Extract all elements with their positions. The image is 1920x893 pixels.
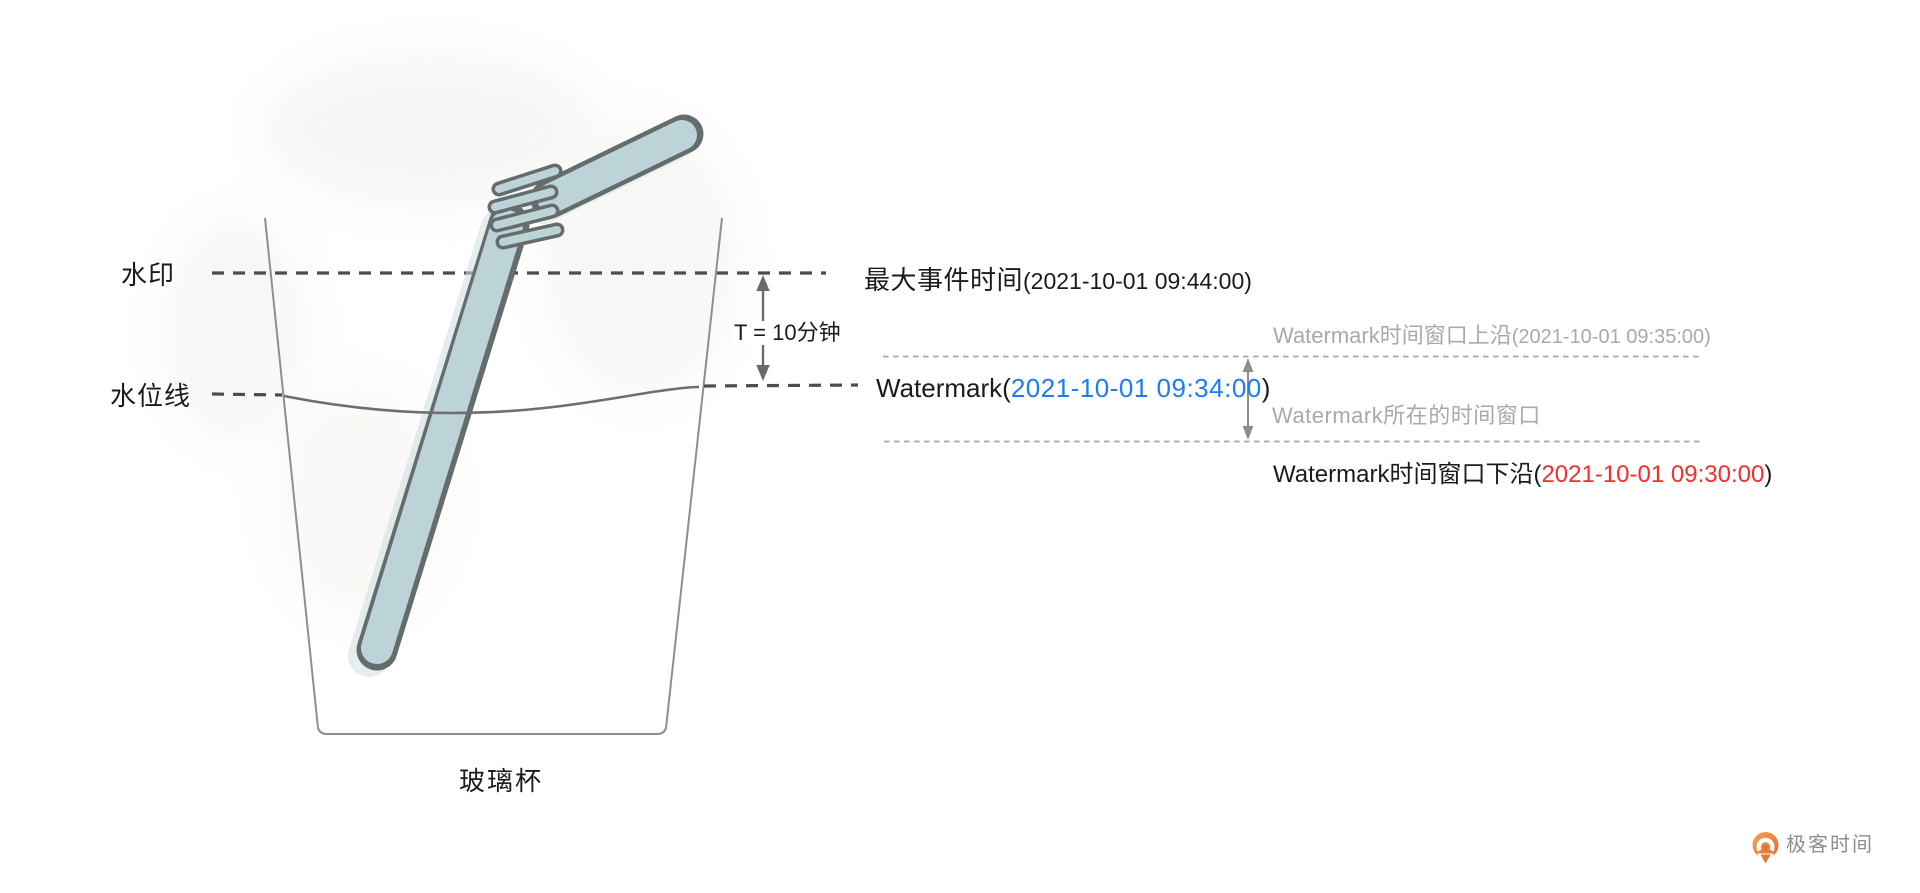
- glass-label: 玻璃杯: [459, 766, 544, 796]
- glass-illustration: [264, 217, 723, 735]
- max-event-time-label: 最大事件时间(2021-10-01 09:44:00): [864, 260, 1252, 297]
- geektime-logo-icon: [1752, 832, 1779, 867]
- watermark-name: Watermark(: [876, 373, 1011, 403]
- max-event-time-value: (2021-10-01 09:44:00): [1023, 268, 1252, 294]
- straw-illustration: [348, 114, 704, 677]
- watermark-time-value: 2021-10-01 09:34:00: [1010, 373, 1262, 403]
- watermark-close-paren: ): [1261, 373, 1271, 403]
- water-level-label: 水位线: [110, 381, 192, 411]
- window-lower-edge-name: Watermark时间窗口下沿(: [1273, 461, 1542, 488]
- max-event-time-name: 最大事件时间: [864, 265, 1024, 295]
- watermark-value-label: Watermark(2021-10-01 09:34:00): [876, 374, 1270, 403]
- window-upper-edge-name: Watermark时间窗口上沿: [1273, 323, 1512, 348]
- window-upper-edge-time: (2021-10-01 09:35:00): [1511, 326, 1711, 348]
- window-lower-close-paren: ): [1764, 461, 1773, 488]
- time-offset-label: T = 10分钟: [731, 321, 844, 345]
- window-span-label: Watermark所在的时间窗口: [1272, 403, 1541, 428]
- window-lower-edge-time: 2021-10-01 09:30:00: [1541, 461, 1765, 488]
- window-span-arrow: [1242, 358, 1254, 440]
- window-lower-edge-label: Watermark时间窗口下沿(2021-10-01 09:30:00): [1273, 461, 1772, 488]
- water-level-line: [211, 383, 859, 415]
- geektime-logo-text: 极客时间: [1786, 834, 1874, 856]
- window-upper-edge-label: Watermark时间窗口上沿(2021-10-01 09:35:00): [1273, 318, 1711, 350]
- watermark-line-label: 水印: [121, 260, 176, 290]
